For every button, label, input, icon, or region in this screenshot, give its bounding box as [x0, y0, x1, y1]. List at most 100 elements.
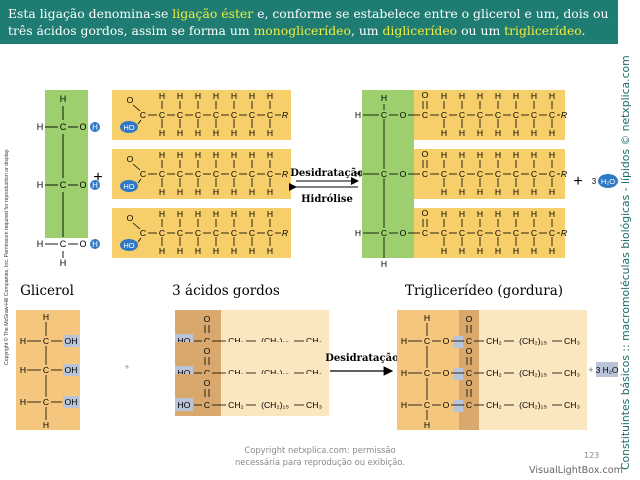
- hydroxyl-h-circle: [90, 180, 100, 190]
- atom-c: C: [159, 110, 165, 120]
- atom-h: H: [549, 91, 555, 101]
- header-text-1: Esta ligação denomina-se: [8, 6, 173, 21]
- atom-h: H: [43, 312, 49, 322]
- glycerol-backbone: [45, 90, 88, 238]
- atom-h: H: [459, 91, 465, 101]
- atom-h: H: [531, 128, 537, 138]
- atom-h: H: [477, 91, 483, 101]
- atom-h: H: [20, 336, 26, 346]
- atom-c: C: [60, 239, 67, 249]
- ch3-label: CH₃: [564, 336, 580, 346]
- atom-h: H: [213, 128, 219, 138]
- atom-o: O: [204, 314, 211, 324]
- atom-h: H: [401, 336, 407, 346]
- atom-h: H: [213, 91, 219, 101]
- atom-h: H: [477, 128, 483, 138]
- header-text-2: e, conforme se estabelece entre o glicer…: [8, 6, 609, 38]
- header-text-3: , um: [350, 23, 383, 38]
- plus-sign: +: [93, 169, 102, 186]
- atom-c: C: [204, 336, 210, 346]
- ch3-label: CH₃: [306, 336, 322, 346]
- atom-c: C: [231, 110, 237, 120]
- atom-h: H: [60, 258, 67, 268]
- dehydration-label: Desidratação: [290, 168, 364, 179]
- hydrolysis-label: Hidrólise: [301, 194, 353, 205]
- header-highlight-di: diglicerídeo: [382, 23, 458, 38]
- atom-h: H: [43, 420, 49, 430]
- atom-h: H: [441, 91, 447, 101]
- ch2-label: CH₂: [486, 336, 502, 346]
- glycerol-top: H H C O H C O H C O H H H H: [37, 90, 100, 268]
- header-banner: Esta ligação denomina-se ligação éster e…: [0, 0, 618, 44]
- hydroxyl-h-label: H: [92, 123, 98, 132]
- atom-c: C: [43, 397, 49, 407]
- atom-h: H: [37, 180, 44, 190]
- atom-h: H: [37, 239, 44, 249]
- atom-c: C: [60, 122, 67, 132]
- atom-h: H: [424, 313, 430, 323]
- atom-c: C: [140, 110, 146, 120]
- hydroxyl-label: OH: [65, 336, 78, 346]
- atom-h: H: [495, 91, 501, 101]
- hydroxyl-h-circle: [90, 239, 100, 249]
- atom-c: C: [549, 110, 555, 120]
- atom-o: O: [79, 239, 86, 249]
- atom-h: H: [195, 91, 201, 101]
- triglyceride-top: H C O C O C C C C C C C R H H H H H H H …: [354, 90, 568, 269]
- ch2n-label: (CH₂)₁₅: [261, 336, 289, 346]
- atom-h: H: [267, 128, 273, 138]
- atom-c: C: [249, 110, 255, 120]
- hydroxyl-ho-label: HO: [123, 123, 134, 132]
- atom-h: H: [513, 128, 519, 138]
- glycerol-bonds: [45, 106, 78, 258]
- atom-h: H: [381, 259, 387, 269]
- water-molecule-label: H₂O: [601, 177, 615, 186]
- atom-c: C: [422, 110, 428, 120]
- plus-sign: +: [588, 365, 593, 375]
- atom-h: H: [177, 128, 183, 138]
- hydroxyl-label: OH: [65, 365, 78, 375]
- atom-h: H: [531, 91, 537, 101]
- atom-h: H: [20, 397, 26, 407]
- atom-h: H: [249, 91, 255, 101]
- atom-c: C: [477, 110, 483, 120]
- atom-h: H: [60, 94, 67, 104]
- atom-c: C: [43, 365, 49, 375]
- atom-c: C: [60, 180, 67, 190]
- header-text-5: .: [581, 23, 586, 38]
- dehydration-label-bottom: Desidratação: [325, 353, 399, 364]
- footer-line-2: necessária para reprodução ou exibição.: [235, 457, 405, 467]
- glycerol-caption: Glicerol: [20, 283, 74, 299]
- atom-h: H: [159, 128, 165, 138]
- fatty-acid-bottom-copy: [174, 373, 330, 417]
- atom-h: H: [459, 128, 465, 138]
- page-number: 123: [584, 451, 600, 460]
- atom-c: C: [466, 336, 472, 346]
- atom-h: H: [513, 91, 519, 101]
- water-coefficient: 3: [592, 177, 597, 186]
- plus-sign: +: [124, 362, 129, 372]
- atom-o: O: [127, 95, 134, 105]
- atom-h: H: [495, 128, 501, 138]
- hydroxyl-label: HO: [178, 336, 191, 346]
- atom-o: O: [79, 122, 86, 132]
- hydroxyl-box: [63, 396, 79, 408]
- atom-h: H: [267, 91, 273, 101]
- atom-c: C: [195, 110, 201, 120]
- hydroxyl-h-label: H: [92, 240, 98, 249]
- atom-h: H: [231, 128, 237, 138]
- hydroxyl-h-label: H: [92, 181, 98, 190]
- atom-h: H: [231, 91, 237, 101]
- atom-h: H: [381, 93, 387, 103]
- triglyceride-bottom: H C O C O CH₂ (CH₂)₁₅ CH₃ H H: [397, 310, 587, 430]
- header-highlight-tri: triglicerídeo: [504, 23, 582, 38]
- fatty-acids-caption: 3 ácidos gordos: [172, 283, 280, 299]
- footer-line-1: Copyright netxplica.com: permissão: [244, 445, 396, 455]
- atom-o: O: [400, 110, 407, 120]
- atom-c: C: [213, 110, 219, 120]
- atom-c: C: [441, 110, 447, 120]
- ester-link-box: [453, 336, 463, 348]
- atom-o: O: [443, 336, 450, 346]
- atom-c: C: [177, 110, 183, 120]
